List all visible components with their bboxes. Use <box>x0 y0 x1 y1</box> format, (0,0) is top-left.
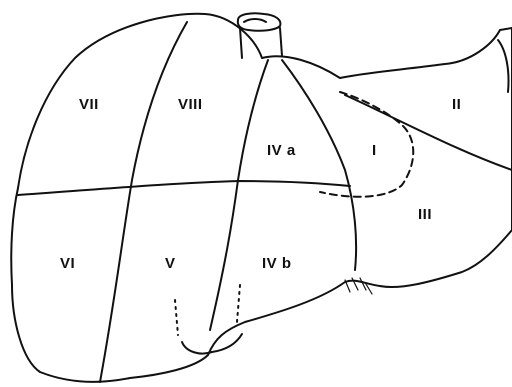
right-plane-line <box>100 22 187 382</box>
left-lobe-division <box>345 95 512 170</box>
segment-label-ivb: IV b <box>262 255 292 272</box>
segment-label-iva: IV a <box>267 142 296 159</box>
falciform-line <box>282 60 356 270</box>
segment-label-iii: III <box>418 206 432 223</box>
gallbladder-outline <box>182 334 242 354</box>
middle-plane-line <box>210 60 268 330</box>
segment-label-i: I <box>372 142 377 159</box>
segment-label-vii: VII <box>79 96 99 113</box>
liver-outline <box>11 14 512 382</box>
portal-plane-line <box>18 181 350 195</box>
segment-label-viii: VIII <box>178 96 203 113</box>
segment-label-vi: VI <box>60 255 75 272</box>
segment-label-ii: II <box>452 96 461 113</box>
segment-label-v: V <box>165 255 176 272</box>
